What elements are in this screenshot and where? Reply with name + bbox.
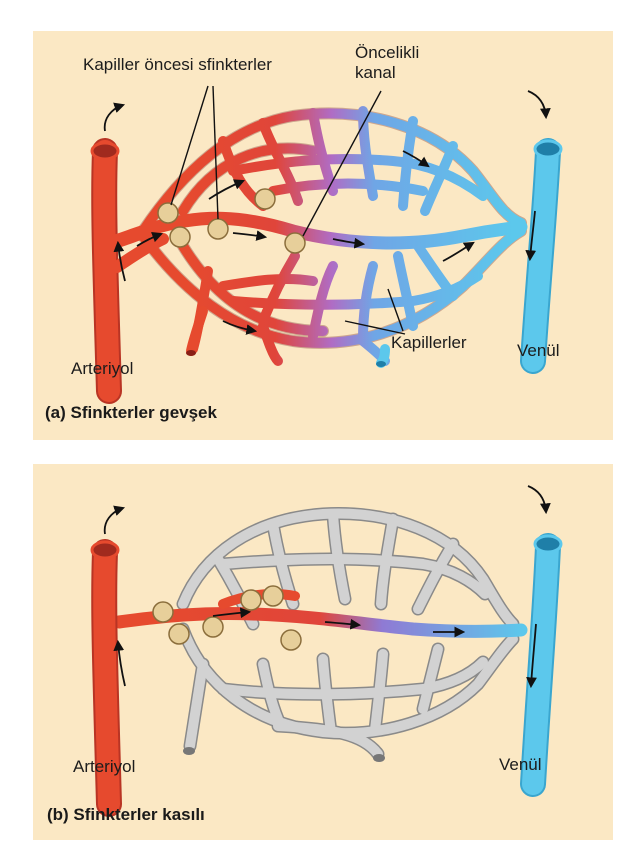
sphincter-2 — [169, 624, 189, 644]
venule-label: Venül — [499, 755, 542, 775]
panel-relaxed: Kapiller öncesi sfinkterler Öncelikli ka… — [33, 31, 613, 440]
sphincter-1 — [153, 602, 173, 622]
panel-contracted: Arteriyol Venül (b) Sfinkterler kasılı — [33, 464, 613, 840]
sphincter-4 — [255, 189, 275, 209]
sphincter-3 — [208, 219, 228, 239]
channel-label-line-2: kanal — [355, 63, 396, 83]
venule-label: Venül — [517, 341, 560, 361]
venule — [533, 536, 561, 784]
panel-b-caption: (b) Sfinkterler kasılı — [47, 805, 205, 825]
sphincter-3 — [203, 617, 223, 637]
sphincter-6 — [281, 630, 301, 650]
sphincter-2 — [170, 227, 190, 247]
sphincters-label: Kapiller öncesi sfinkterler — [83, 55, 272, 75]
sphincter-1 — [158, 203, 178, 223]
arteriole-label: Arteriyol — [73, 757, 135, 777]
diagram-contracted — [33, 464, 613, 840]
sphincter-5 — [263, 586, 283, 606]
sphincter-5 — [285, 233, 305, 253]
arteriole-label: Arteriyol — [71, 359, 133, 379]
sphincter-4 — [241, 590, 261, 610]
capillaries-label: Kapillerler — [391, 333, 467, 353]
panel-a-caption: (a) Sfinkterler gevşek — [45, 403, 217, 423]
channel-label-line-1: Öncelikli — [355, 43, 419, 63]
